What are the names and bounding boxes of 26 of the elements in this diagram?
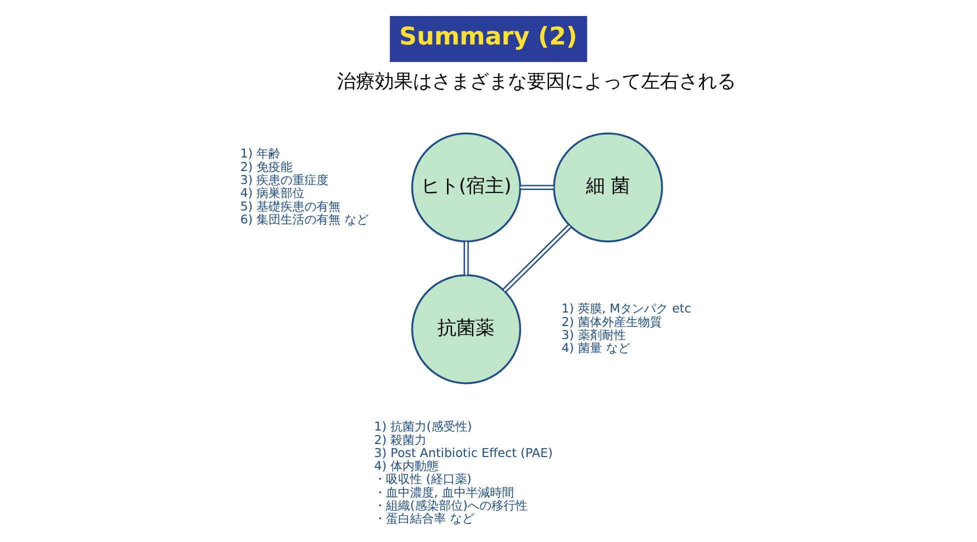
node-label: ・組織(感染部位)への移行性 <box>374 498 528 513</box>
node-label: ・血中濃度, 血中半減時間 <box>374 485 514 500</box>
node-label: 2) 免疫能 <box>240 160 293 174</box>
node-label: 6) 集団生活の有無 など <box>240 212 369 226</box>
node-label: 1) 抗菌力(感受性) <box>374 420 472 434</box>
node-circle: ヒト(宿主) <box>411 132 522 242</box>
node-circle: 細 菌 <box>553 132 663 242</box>
node-label: 1) 年齢 <box>240 146 281 161</box>
node-label: 4) 菌量 など <box>562 341 630 356</box>
node-label: 3) Post Antibiotic Effect (PAE) <box>374 446 553 460</box>
node-label: ・蛋白結合率 など <box>374 512 474 526</box>
node-label: ・吸収性 (経口薬) <box>374 472 472 486</box>
node-label: 5) 基礎疾患の有無 <box>240 199 341 214</box>
node-label: 1) 莢膜, Mタンパク etc <box>562 302 692 316</box>
node-label: 2) 菌体外産生物質 <box>562 314 662 329</box>
node-label: 4) 病巣部位 <box>240 186 305 200</box>
connector <box>502 224 572 293</box>
label: 治療効果はさまざまな要因によって左右される <box>337 71 736 92</box>
diagram-title: Summary (2) <box>399 21 578 50</box>
connector <box>520 184 554 190</box>
node-label: 3) 薬剤耐性 <box>562 328 626 342</box>
node-label: 3) 疾患の重症度 <box>240 173 329 188</box>
node-label: 4) 体内動態 <box>374 459 439 474</box>
node-label: 2) 殺菌力 <box>374 432 427 447</box>
connector <box>464 242 469 276</box>
node-circle: 抗菌薬 <box>411 274 522 384</box>
